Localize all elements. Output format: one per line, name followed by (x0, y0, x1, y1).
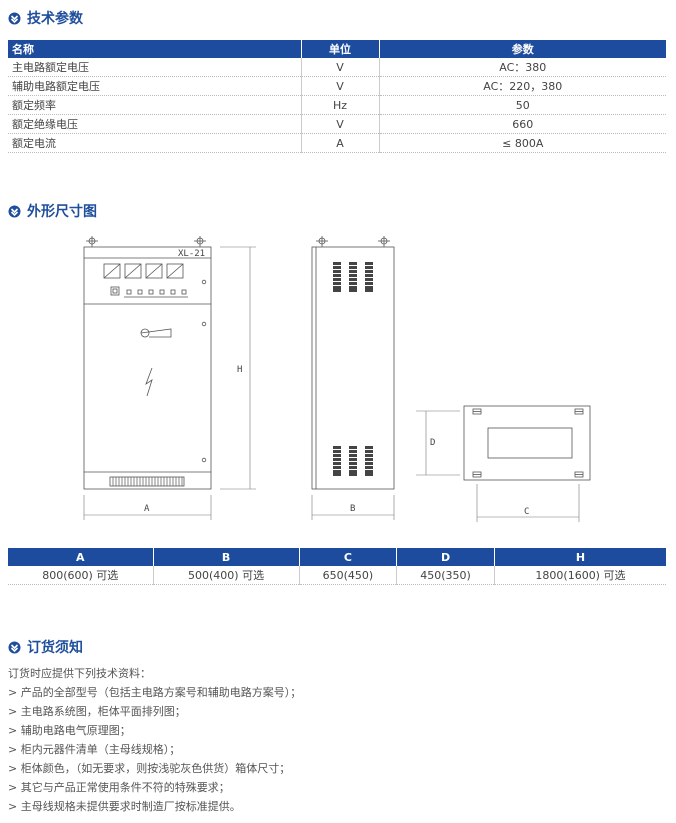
spec-cell-unit: A (301, 133, 380, 153)
table-row: 主电路额定电压 V AC：380 (8, 58, 666, 77)
dim-label-a: A (144, 504, 150, 514)
spec-cell-name: 主电路额定电压 (8, 58, 302, 77)
order-notes: 订货时应提供下列技术资料： > 产品的全部型号（包括主电路方案号和辅助电路方案号… (8, 664, 301, 816)
spec-cell-value: 660 (379, 114, 666, 134)
dims-table: A B C D H 800(600) 可选 500(400) 可选 650(45… (8, 548, 666, 585)
table-row: 额定绝缘电压 V 660 (8, 114, 666, 134)
list-item: > 产品的全部型号（包括主电路方案号和辅助电路方案号）； (8, 686, 302, 699)
spec-table: 名称 单位 参数 主电路额定电压 V AC：380 辅助电路额定电压 V AC：… (8, 40, 666, 153)
spec-title-text: 技术参数 (27, 11, 83, 27)
dim-label-b: B (350, 504, 355, 514)
front-vent-hatch (112, 477, 183, 486)
section-bullet-icon (8, 12, 21, 24)
side-view (311, 236, 395, 490)
dims-header-b: B (153, 548, 300, 566)
spec-header-value: 参数 (379, 40, 666, 58)
dims-cell-a: 800(600) 可选 (8, 566, 154, 585)
spec-cell-name: 额定绝缘电压 (8, 114, 302, 134)
dims-cell-b: 500(400) 可选 (153, 566, 300, 585)
dims-cell-d: 450(350) (396, 566, 495, 585)
dims-header-d: D (396, 548, 495, 566)
spec-cell-unit: Hz (301, 95, 380, 115)
table-row: 额定频率 Hz 50 (8, 95, 666, 115)
list-item: > 主电路系统图，柜体平面排列图； (8, 705, 186, 718)
model-label: XL-21 (178, 249, 205, 259)
cabinet-dimension-drawing: XL-21 H A B D C (83, 236, 591, 522)
dims-section-title: 外形尺寸图 (8, 201, 97, 221)
vent-grille (109, 476, 185, 487)
dims-table-header: A B C D H (8, 548, 666, 566)
spec-section-title: 技术参数 (8, 8, 83, 28)
spec-cell-unit: V (301, 76, 380, 96)
top-view (463, 405, 591, 481)
table-row: 辅助电路额定电压 V AC：220，380 (8, 76, 666, 96)
section-bullet-icon (8, 641, 21, 653)
list-item: > 其它与产品正常使用条件不符的特殊要求； (8, 781, 230, 794)
order-title-text: 订货须知 (27, 640, 83, 656)
spec-cell-name: 额定电流 (8, 133, 302, 153)
list-item: > 主母线规格未提供要求时制造厂按标准提供。 (8, 800, 241, 813)
dims-header-h: H (494, 548, 666, 566)
order-intro: 订货时应提供下列技术资料： (8, 667, 151, 680)
spec-cell-unit: V (301, 114, 380, 134)
spec-header-unit: 单位 (301, 40, 380, 58)
spec-cell-value: AC：220，380 (379, 76, 666, 96)
dims-cell-h: 1800(1600) 可选 (494, 566, 666, 585)
louvre-gaps (333, 265, 373, 470)
dim-label-c: C (524, 507, 529, 517)
table-row: 800(600) 可选 500(400) 可选 650(450) 450(350… (8, 566, 666, 585)
dimension-lines (83, 246, 580, 522)
spec-cell-value: AC：380 (379, 58, 666, 77)
dims-header-c: C (299, 548, 398, 566)
list-item: > 辅助电路电气原理图； (8, 724, 131, 737)
spec-table-header: 名称 单位 参数 (8, 40, 666, 58)
dims-header-a: A (8, 548, 154, 566)
table-row: 额定电流 A ≤ 800A (8, 133, 666, 153)
spec-header-name: 名称 (8, 40, 302, 58)
spec-cell-name: 额定频率 (8, 95, 302, 115)
dims-title-text: 外形尺寸图 (27, 204, 97, 220)
spec-cell-name: 辅助电路额定电压 (8, 76, 302, 96)
order-section-title: 订货须知 (8, 637, 83, 657)
front-view (83, 236, 212, 490)
spec-cell-unit: V (301, 58, 380, 77)
section-bullet-icon (8, 205, 21, 217)
dim-label-h: H (237, 365, 242, 375)
dims-cell-c: 650(450) (299, 566, 398, 585)
spec-cell-value: ≤ 800A (379, 133, 666, 153)
spec-cell-value: 50 (379, 95, 666, 115)
list-item: > 柜内元器件清单（主母线规格）； (8, 743, 181, 756)
dim-label-d: D (430, 438, 435, 448)
side-louvres (333, 262, 373, 476)
list-item: > 柜体颜色，（如无要求，则按浅驼灰色供货）箱体尺寸； (8, 762, 291, 775)
